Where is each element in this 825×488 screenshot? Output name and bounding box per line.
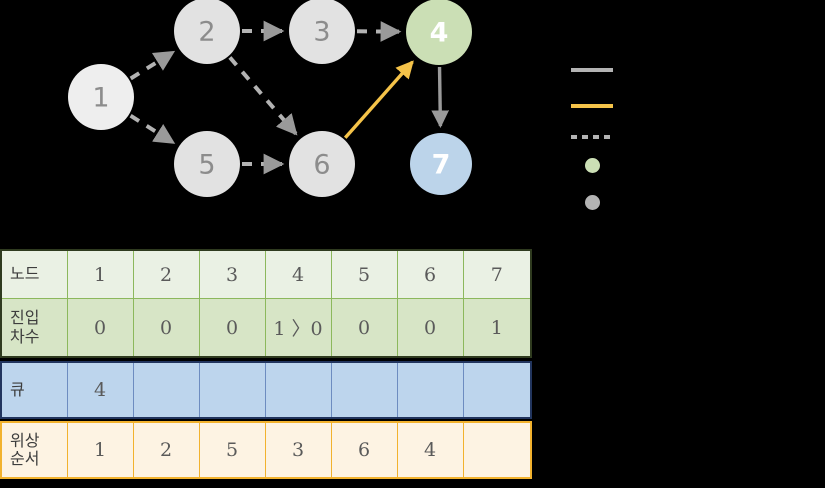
node-cell: 6 [396,249,464,299]
node-cell: 1 [66,249,134,299]
graph-node-3[interactable]: 3 [289,0,355,64]
graph-node-6[interactable]: 6 [289,131,355,197]
row-header-topo-order: 위상 순서 [0,421,68,479]
topo-cell: 4 [396,421,464,479]
row-header-queue: 큐 [0,361,68,419]
table-row-node: 노드 1 2 3 4 5 6 7 [0,249,532,299]
in-degree-cell: 1 [462,298,532,358]
row-header-line-2: 순서 [10,449,40,468]
queue-cell [462,361,532,419]
queue-cell [330,361,398,419]
in-degree-cell: 0 [396,298,464,358]
legend-item-dashed-gray-line [571,128,623,146]
topo-cell: 2 [132,421,200,479]
row-header-in-degree: 진입 차수 [0,298,68,358]
topo-cell: 3 [264,421,332,479]
row-header-line-2: 차수 [10,326,40,346]
queue-cell [396,361,464,419]
topological-order-table: 위상 순서 1 2 5 3 6 4 [0,421,532,479]
legend-item-green-node-dot [571,156,610,174]
table-row-queue: 큐 4 [0,361,532,419]
node-cell: 7 [462,249,532,299]
node-circle-5 [174,131,240,197]
queue-cell: 4 [66,361,134,419]
dashed-gray-line [571,135,613,139]
in-degree-cell: 0 [66,298,134,358]
node-cell: 2 [132,249,200,299]
node-circle-3 [289,0,355,64]
graph-node-1[interactable]: 1 [68,64,134,130]
node-label-6: 6 [313,150,330,181]
graph-node-layer: 1 2 3 4 5 6 7 [68,0,472,197]
topo-cell: 5 [198,421,266,479]
graph-node-2[interactable]: 2 [174,0,240,64]
legend-item-solid-gray-line [571,61,623,79]
node-label-7: 7 [432,150,451,181]
table-row-in-degree: 진입 차수 0 0 0 1 〉0 0 0 1 [0,298,532,358]
topo-cell [462,421,532,479]
in-degree-table: 노드 1 2 3 4 5 6 7 진입 차수 0 0 0 1 〉0 0 0 [0,249,532,358]
topo-cell: 1 [66,421,134,479]
graph-node-7[interactable]: 7 [410,133,472,195]
node-cell: 3 [198,249,266,299]
row-header-node: 노드 [0,249,68,299]
node-circle-1 [68,64,134,130]
node-label-2: 2 [198,17,215,48]
graph-node-5[interactable]: 5 [174,131,240,197]
in-degree-cell-updated: 1 〉0 [264,298,332,358]
queue-table: 큐 4 [0,361,532,419]
solid-orange-line [571,104,613,108]
node-label-4: 4 [430,18,449,49]
solid-gray-line [571,68,613,72]
node-label-1: 1 [92,83,109,114]
table-row-topo-order: 위상 순서 1 2 5 3 6 4 [0,421,532,479]
queue-cell [198,361,266,419]
graph-diagram: 1 2 3 4 5 6 7 [68,0,472,197]
green-node-dot [585,157,600,173]
legend-item-solid-orange-line [571,97,623,115]
queue-cell [264,361,332,419]
node-label-3: 3 [313,17,330,48]
node-circle-4 [406,0,472,65]
node-circle-6 [289,131,355,197]
in-degree-cell: 0 [330,298,398,358]
row-header-line-1: 진입 [10,308,40,328]
graph-edge-6-to-4 [343,60,414,139]
graph-node-4[interactable]: 4 [406,0,472,65]
graph-edge-layer [129,20,450,175]
graph-edge-2-to-6 [228,56,298,136]
graph-edge-1-to-2 [129,50,176,81]
legend [571,56,801,216]
node-label-5: 5 [198,150,215,181]
gray-node-dot [585,194,600,210]
node-cell: 4 [264,249,332,299]
node-circle-7 [410,133,472,195]
topo-cell: 6 [330,421,398,479]
graph-edge-4-to-7 [431,66,450,129]
queue-cell [132,361,200,419]
row-header-line-1: 위상 [10,430,40,450]
legend-item-gray-node-dot [571,193,610,211]
in-degree-cell: 0 [132,298,200,358]
node-circle-2 [174,0,240,64]
in-degree-cell: 0 [198,298,266,358]
node-cell: 5 [330,249,398,299]
graph-edge-1-to-5 [129,114,176,145]
